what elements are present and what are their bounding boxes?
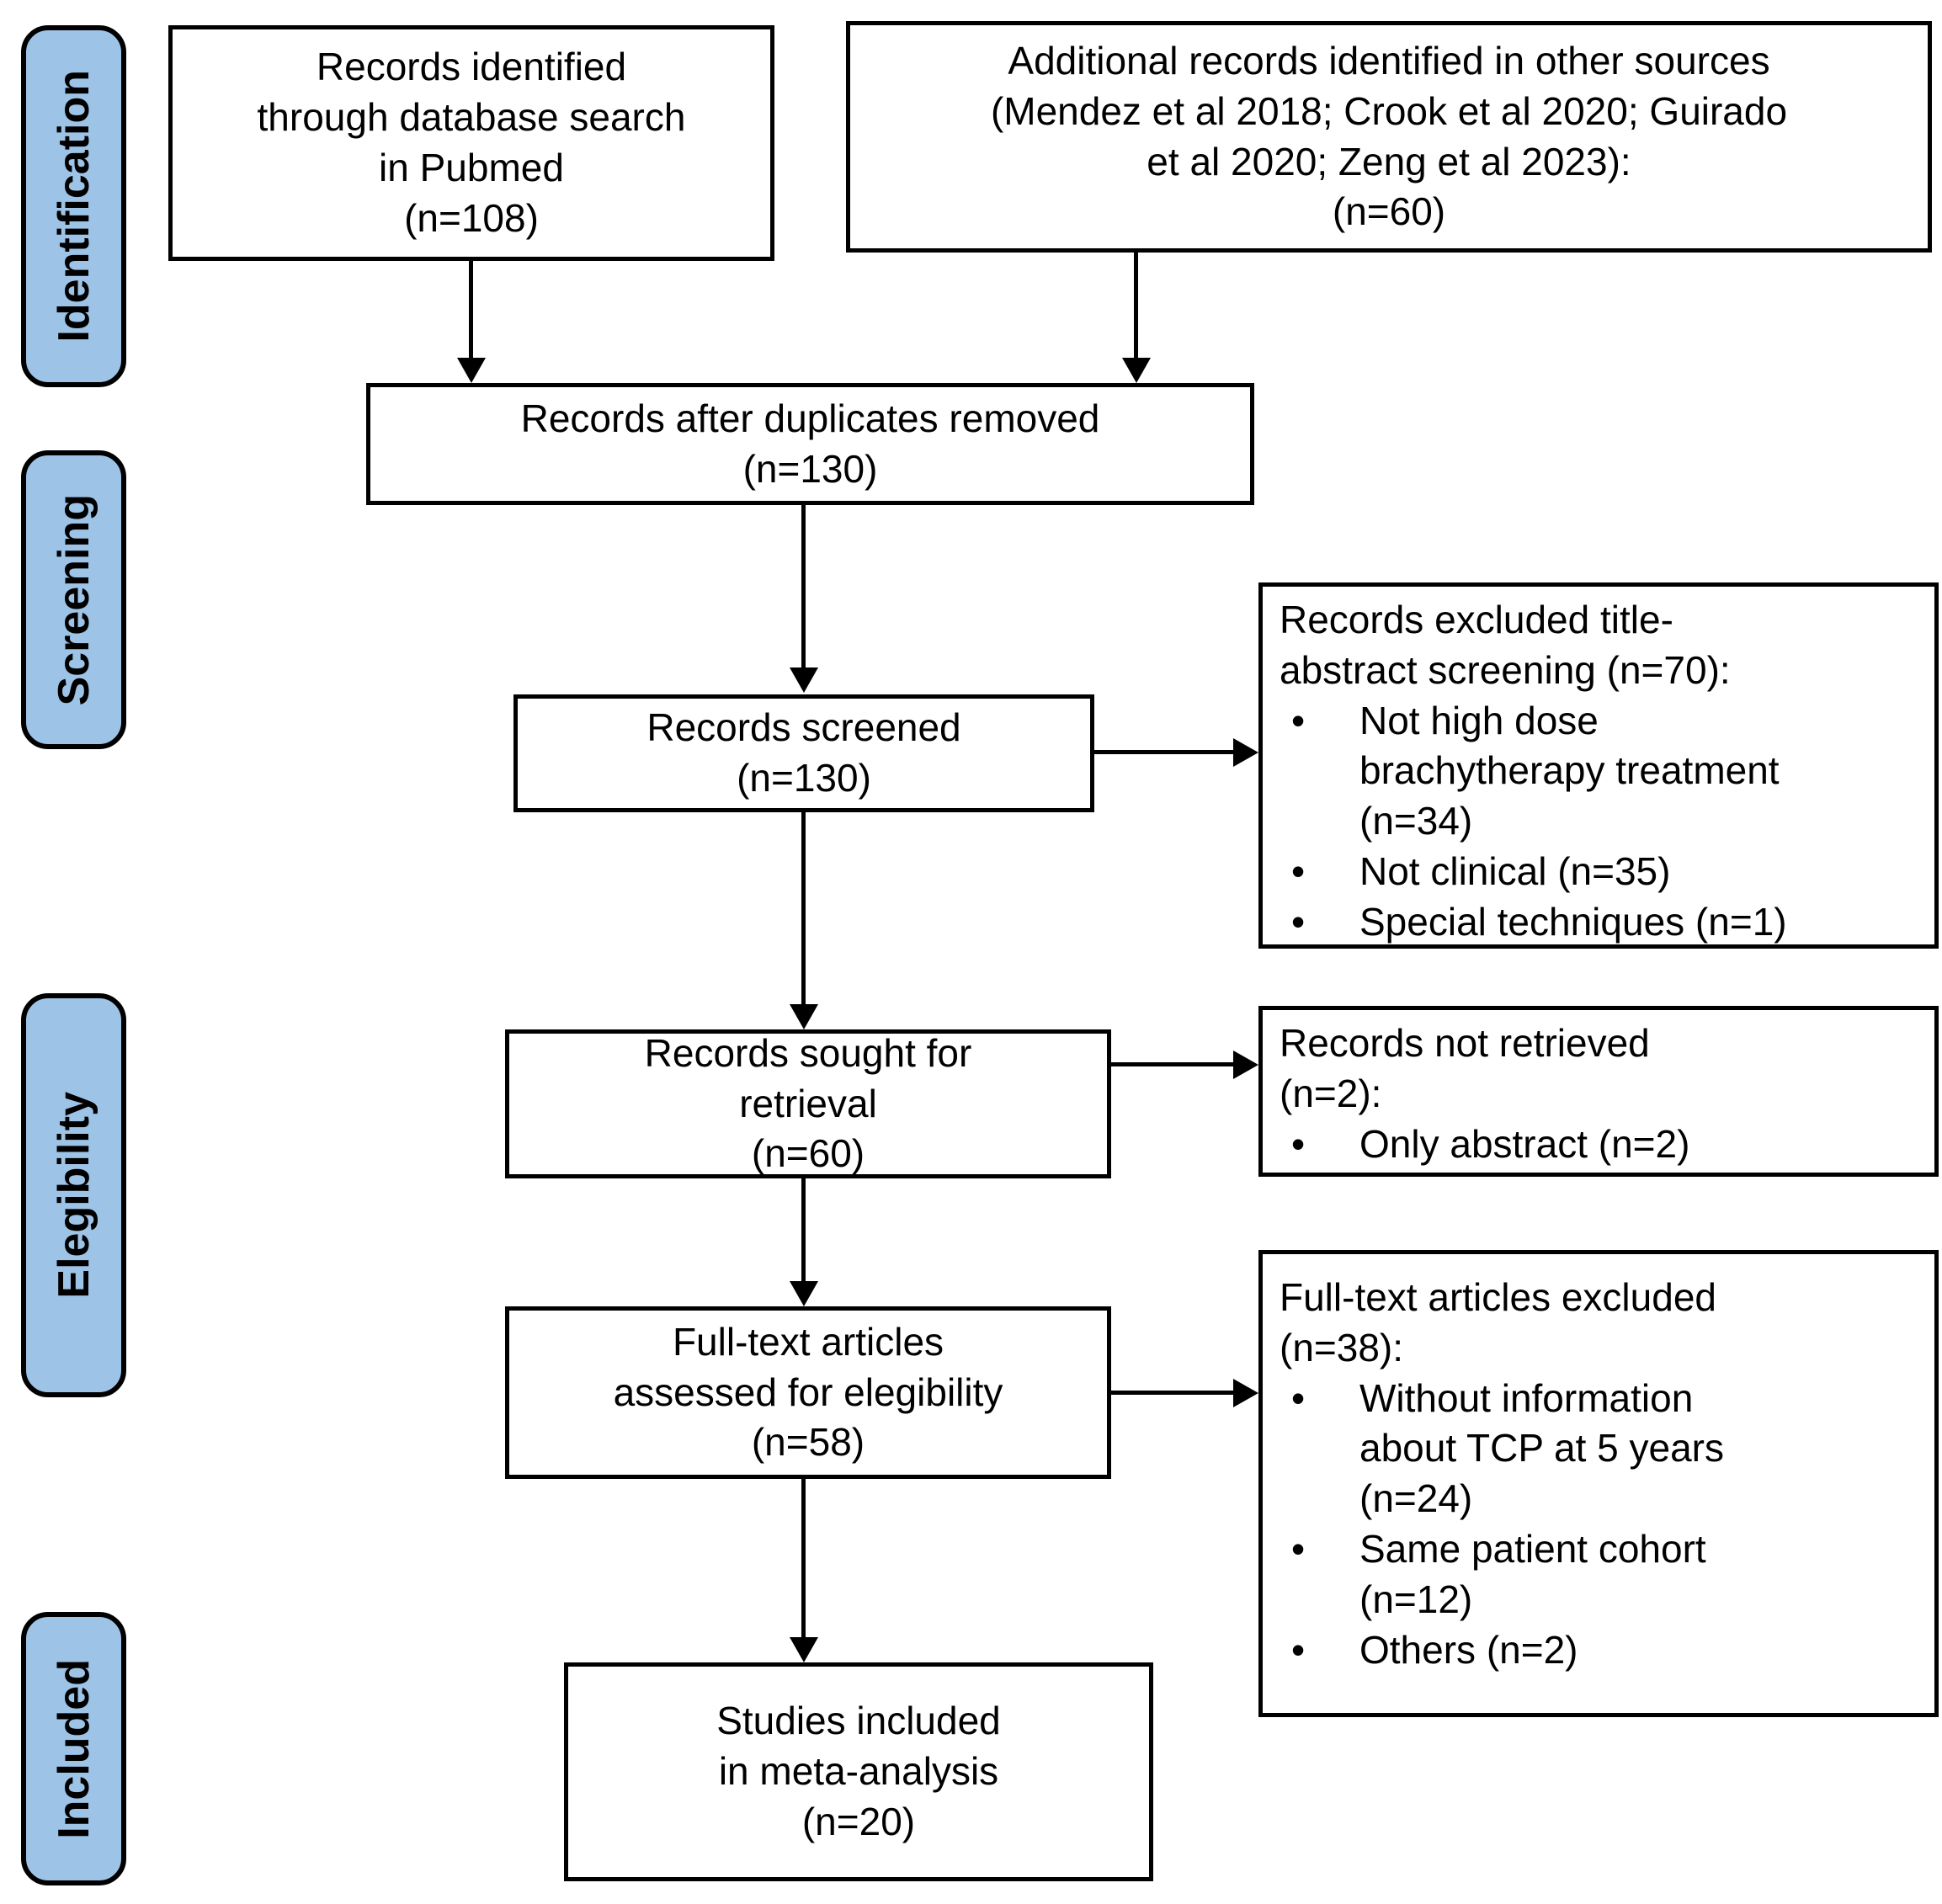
bullet-icon: • <box>1291 1121 1306 1166</box>
box-records-screened-text: Records screened (n=130) <box>646 705 961 800</box>
arrow-down-identified-to-duplicates-icon <box>457 261 486 383</box>
box-studies-included-text: Studies included in meta-analysis (n=20) <box>716 1699 1001 1843</box>
bullet-icon: • <box>1291 1627 1306 1672</box>
stage-included: Included <box>21 1612 126 1885</box>
bullet-icon: • <box>1291 1375 1306 1420</box>
arrow-down-assessed-to-included-icon <box>790 1479 818 1662</box>
not-retrieved-item: • Only abstract (n=2) <box>1280 1120 1923 1170</box>
box-sought-retrieval-text: Records sought for retrieval (n=60) <box>644 1030 972 1176</box>
box-fulltext-excluded-title: Full-text articles excluded (n=38): <box>1280 1275 1716 1369</box>
box-fulltext-assessed: Full-text articles assessed for elegibil… <box>505 1306 1111 1479</box>
box-after-duplicates: Records after duplicates removed (n=130) <box>366 383 1254 505</box>
arrow-down-retrieval-to-assessed-icon <box>790 1178 818 1306</box>
box-sought-retrieval: Records sought for retrieval (n=60) <box>505 1029 1111 1178</box>
fulltext-excluded-item-text: Same patient cohort (n=12) <box>1359 1526 1706 1621</box>
box-not-retrieved: Records not retrieved (n=2): • Only abst… <box>1258 1006 1939 1177</box>
excluded-screening-item-text: Not high dose brachytherapy treatment (n… <box>1359 698 1780 843</box>
bullet-icon: • <box>1291 1526 1306 1571</box>
fulltext-excluded-item-text: Without information about TCP at 5 years… <box>1359 1375 1725 1521</box>
stage-identification-label: Identification <box>49 70 98 343</box>
box-not-retrieved-title: Records not retrieved (n=2): <box>1280 1021 1650 1115</box>
box-records-identified: Records identified through database sear… <box>168 25 774 261</box>
not-retrieved-item-text: Only abstract (n=2) <box>1359 1121 1690 1166</box>
box-fulltext-assessed-text: Full-text articles assessed for elegibil… <box>613 1319 1003 1465</box>
stage-elegibility-label: Elegibility <box>49 1092 98 1299</box>
box-fulltext-excluded: Full-text articles excluded (n=38): • Wi… <box>1258 1250 1939 1717</box>
arrow-down-additional-to-duplicates-icon <box>1122 253 1151 383</box>
fulltext-excluded-item-text: Others (n=2) <box>1359 1627 1578 1672</box>
box-records-identified-text: Records identified through database sear… <box>257 45 686 240</box>
excluded-screening-item-text: Not clinical (n=35) <box>1359 848 1671 893</box>
excluded-screening-item: • Special techniques (n=1) <box>1280 897 1923 948</box>
fulltext-excluded-item: • Without information about TCP at 5 yea… <box>1280 1374 1923 1524</box>
arrow-right-assessed-to-excluded-icon <box>1111 1379 1258 1407</box>
box-records-screened: Records screened (n=130) <box>513 694 1094 812</box>
box-additional-records: Additional records identified in other s… <box>846 21 1932 253</box>
box-additional-records-text: Additional records identified in other s… <box>990 38 1788 234</box>
box-after-duplicates-text: Records after duplicates removed (n=130) <box>520 396 1100 491</box>
box-excluded-screening-title: Records excluded title- abstract screeni… <box>1280 598 1731 692</box>
excluded-screening-item: • Not high dose brachytherapy treatment … <box>1280 696 1923 847</box>
box-excluded-screening: Records excluded title- abstract screeni… <box>1258 582 1939 949</box>
excluded-screening-item-text: Special techniques (n=1) <box>1359 899 1787 944</box>
stage-identification: Identification <box>21 25 126 387</box>
stage-elegibility: Elegibility <box>21 993 126 1397</box>
stage-screening: Screening <box>21 450 126 749</box>
box-studies-included: Studies included in meta-analysis (n=20) <box>564 1662 1153 1881</box>
arrow-down-duplicates-to-screened-icon <box>790 505 818 693</box>
excluded-screening-item: • Not clinical (n=35) <box>1280 847 1923 897</box>
bullet-icon: • <box>1291 899 1306 944</box>
fulltext-excluded-item: • Same patient cohort (n=12) <box>1280 1524 1923 1625</box>
arrow-right-retrieval-to-notretrieved-icon <box>1111 1050 1258 1079</box>
arrow-right-screened-to-excluded-icon <box>1094 738 1258 767</box>
arrow-down-screened-to-retrieval-icon <box>790 812 818 1029</box>
stage-screening-label: Screening <box>49 493 98 706</box>
bullet-icon: • <box>1291 848 1306 893</box>
fulltext-excluded-item: • Others (n=2) <box>1280 1625 1923 1676</box>
bullet-icon: • <box>1291 698 1306 742</box>
stage-included-label: Included <box>49 1658 98 1839</box>
